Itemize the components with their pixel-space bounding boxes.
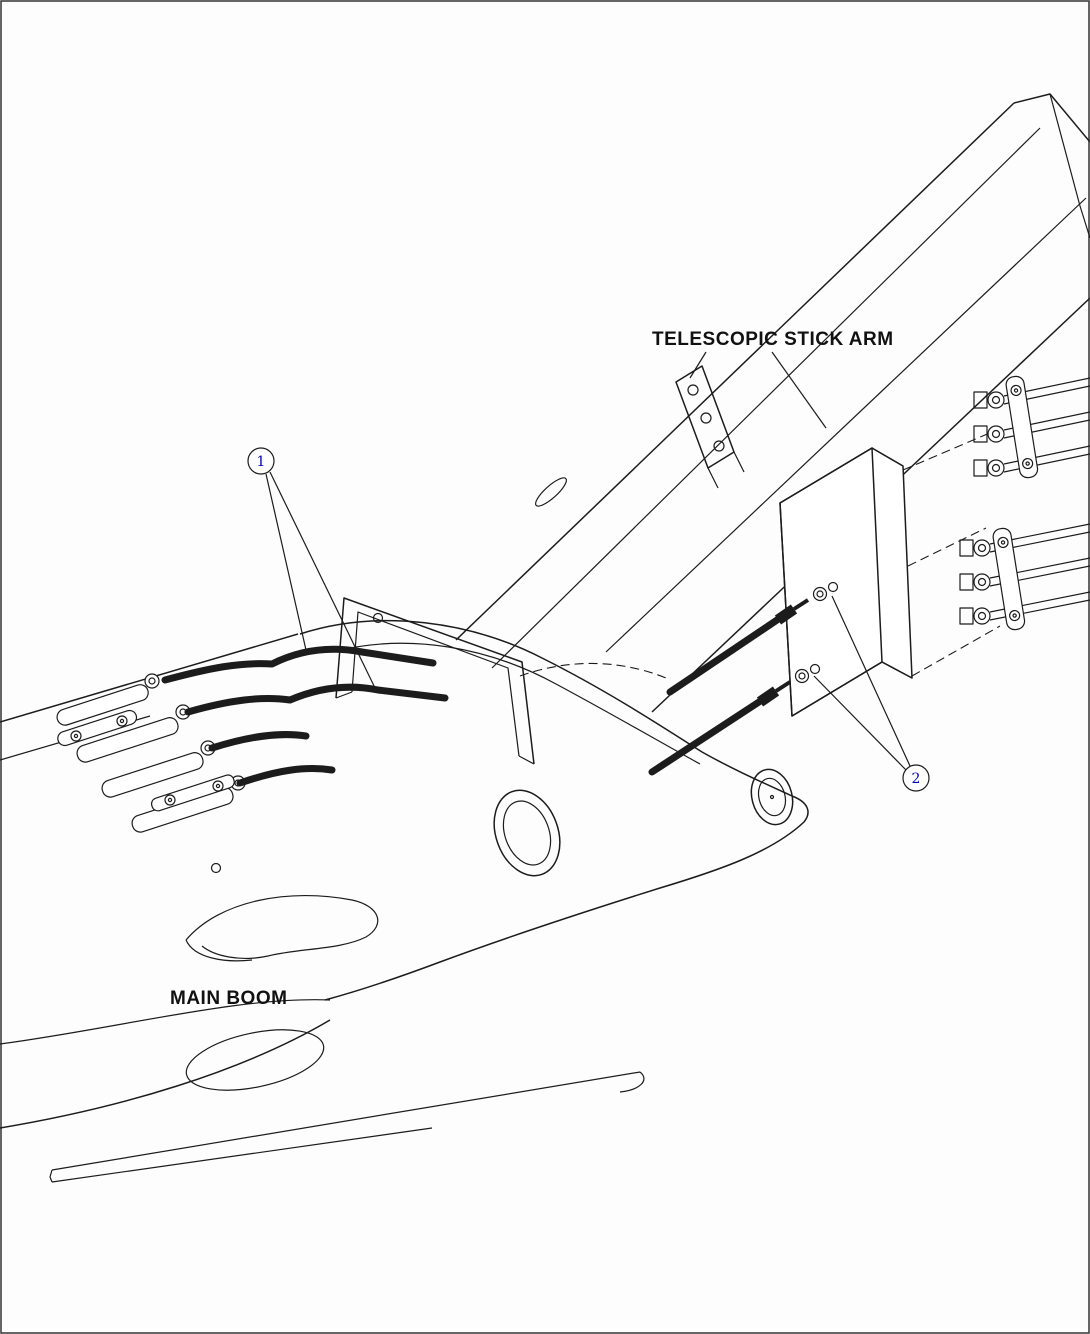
guide-bracket — [335, 597, 535, 765]
tube-cluster-upper — [973, 375, 1090, 479]
tube-cluster-lower — [959, 523, 1090, 631]
elbow-hoses — [161, 645, 449, 787]
manifold-block — [779, 431, 1001, 717]
main-boom-body — [0, 633, 645, 1183]
hose-assembly-upper — [666, 581, 839, 696]
callout-2-number[interactable]: 2 — [912, 771, 921, 787]
leader-lines — [265, 351, 911, 771]
boom-tube-group — [56, 645, 449, 833]
tube-clamp-left — [57, 709, 138, 747]
tube-bundle-right — [959, 375, 1090, 631]
callout-1[interactable]: 1 — [247, 447, 275, 475]
adapter-fitting-upper — [812, 581, 839, 602]
link-strap — [675, 365, 745, 489]
callout-1-number[interactable]: 1 — [257, 454, 266, 470]
boom-nose — [185, 619, 809, 1001]
label-main-boom: MAIN BOOM — [170, 988, 287, 1009]
stick-arm-beam — [455, 93, 1090, 713]
label-telescopic-stick-arm: TELESCOPIC STICK ARM — [652, 329, 894, 350]
line-art-root: 1 2 TELESCOPIC STICK ARM MAIN BOOM — [0, 93, 1090, 1183]
adapter-fitting-lower — [794, 663, 821, 684]
callout-2[interactable]: 2 — [902, 764, 930, 792]
hose-assembly-lower — [648, 663, 821, 776]
tube-clamp-mid — [150, 774, 235, 812]
stick-arm-slot — [535, 477, 567, 507]
